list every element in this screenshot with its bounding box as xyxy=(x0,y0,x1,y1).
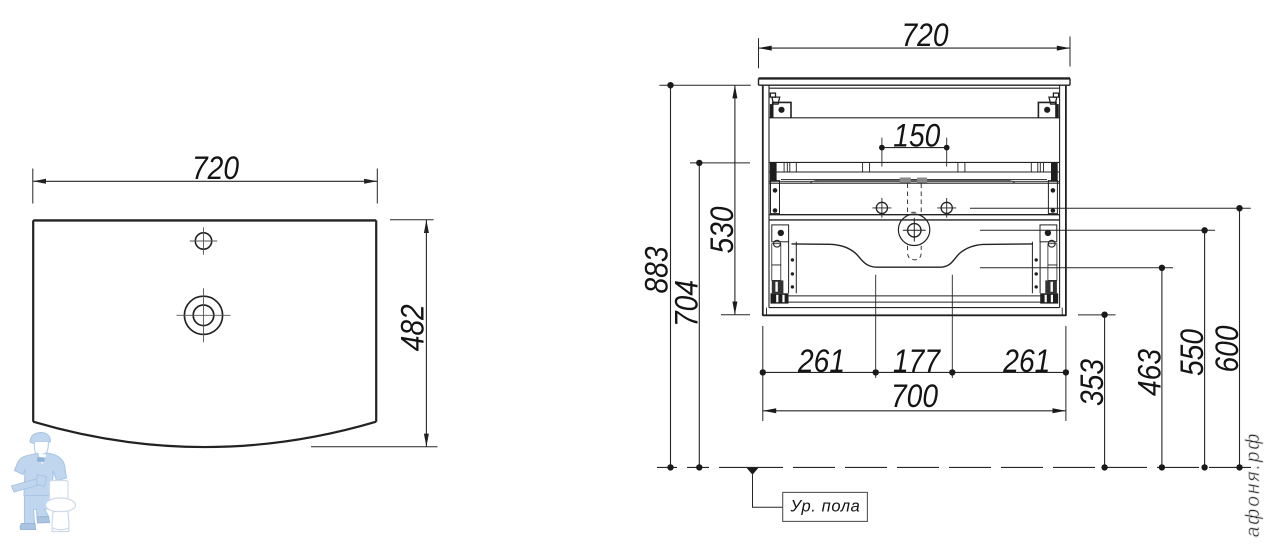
svg-text:463: 463 xyxy=(1131,349,1167,396)
svg-text:550: 550 xyxy=(1174,329,1210,376)
svg-text:600: 600 xyxy=(1209,325,1245,372)
svg-text:150: 150 xyxy=(893,117,940,153)
svg-text:261: 261 xyxy=(797,343,845,379)
svg-text:Ур. пола: Ур. пола xyxy=(790,498,861,516)
svg-text:353: 353 xyxy=(1074,359,1110,406)
svg-text:261: 261 xyxy=(1002,343,1050,379)
svg-text:афоня.рф: афоня.рф xyxy=(1243,432,1264,538)
svg-text:482: 482 xyxy=(395,304,431,351)
svg-text:177: 177 xyxy=(893,343,941,379)
svg-text:530: 530 xyxy=(704,206,740,253)
svg-text:700: 700 xyxy=(891,378,938,414)
svg-text:704: 704 xyxy=(669,280,705,327)
svg-text:720: 720 xyxy=(902,17,949,53)
svg-text:883: 883 xyxy=(638,246,674,293)
svg-text:720: 720 xyxy=(192,150,239,186)
